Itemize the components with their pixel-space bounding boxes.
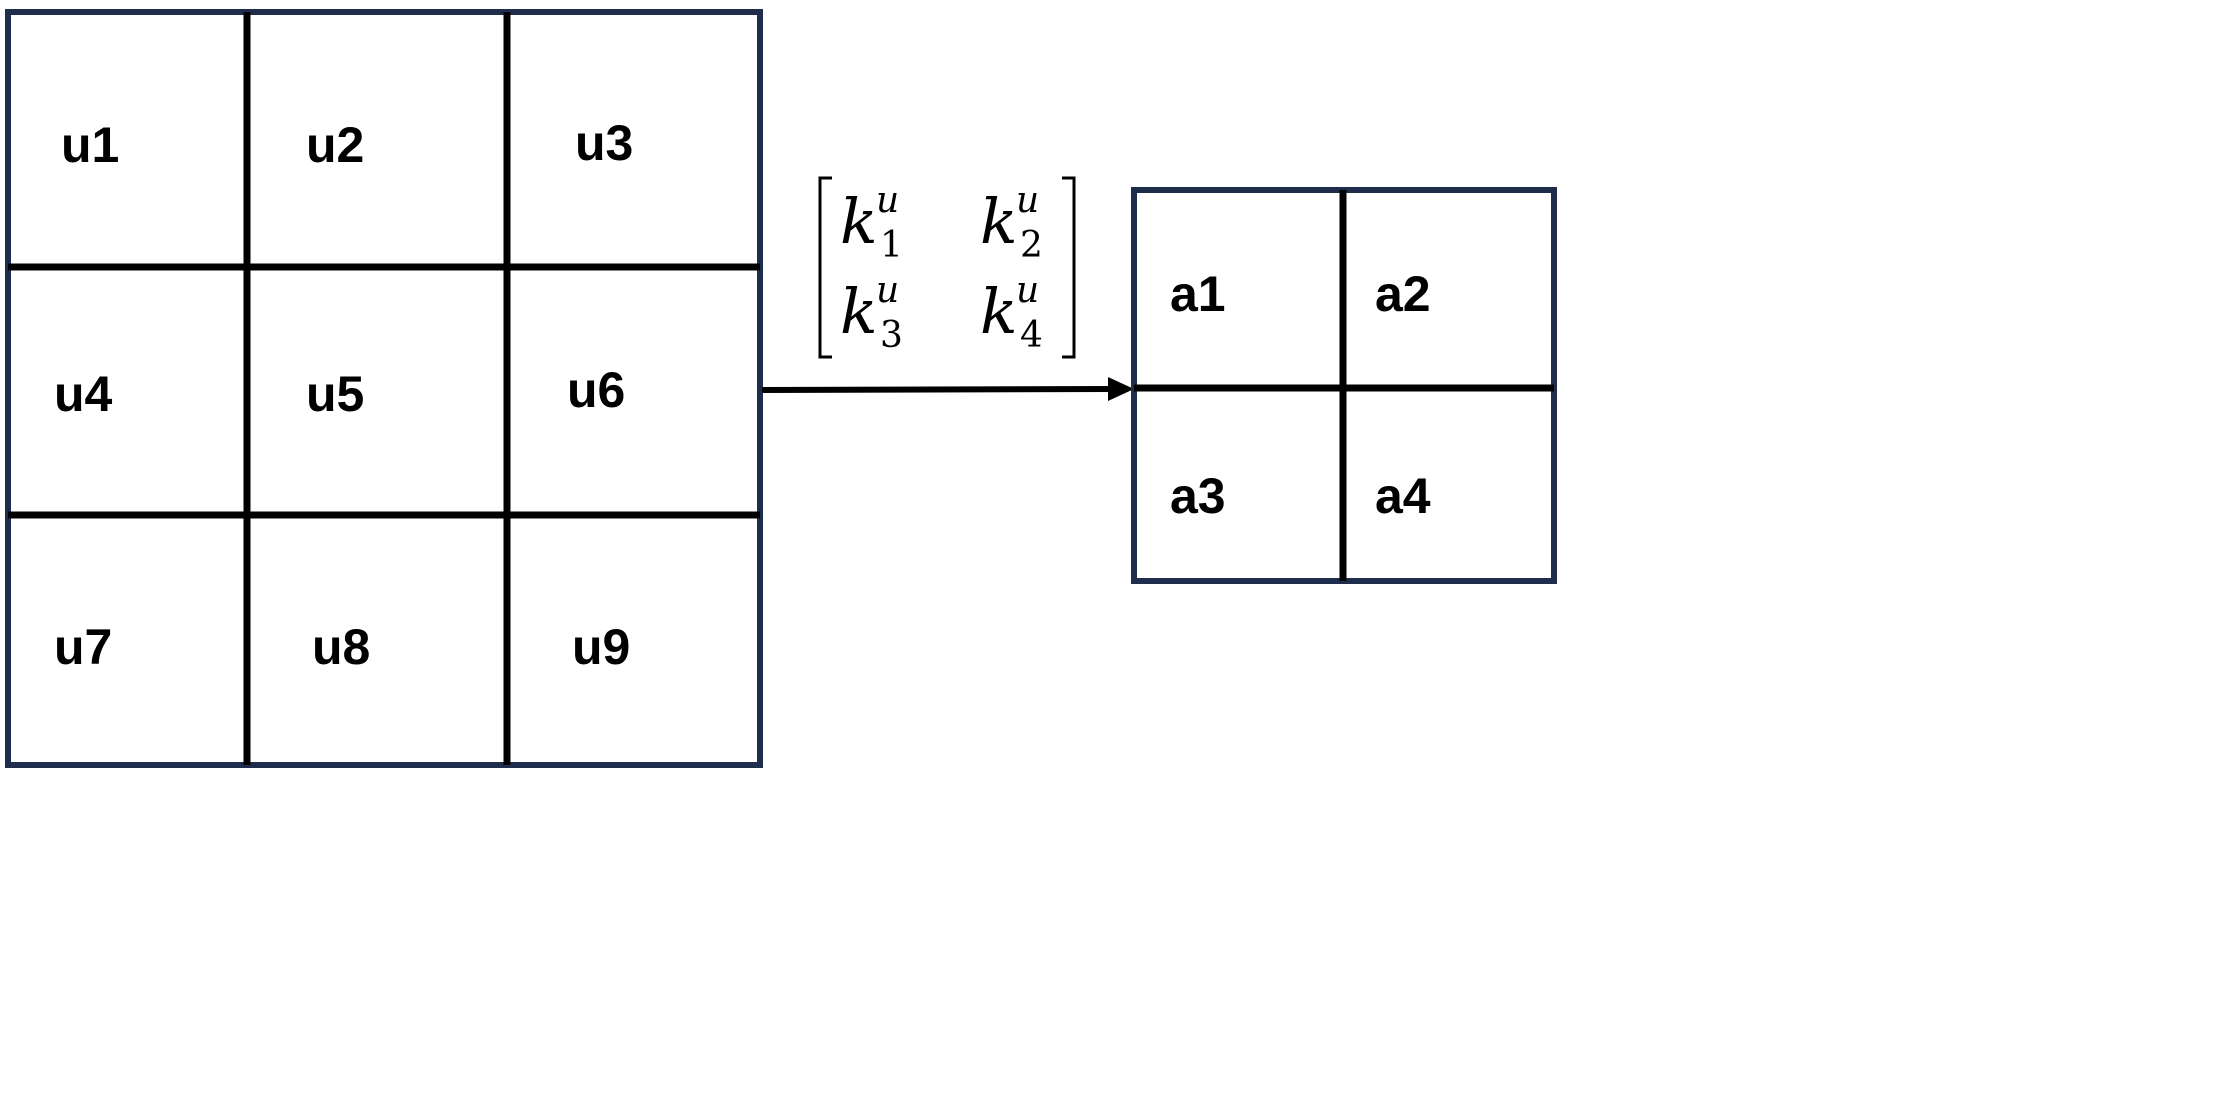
- kernel-entry-sup: u: [1016, 180, 1039, 221]
- kernel-entry-base: k: [980, 185, 1018, 258]
- kernel-matrix: k u 1 k u 2 k u 3 k u 4: [818, 176, 1076, 359]
- kernel-entry-sup: u: [1016, 270, 1039, 311]
- output-grid: a1 a2 a3 a4: [1131, 187, 1557, 584]
- output-cell-label: a4: [1375, 468, 1431, 524]
- arrow-right-icon: [761, 377, 1134, 401]
- kernel-entry: k u 2: [980, 180, 1043, 266]
- kernel-entry-sup: u: [876, 270, 899, 311]
- kernel-entry-base: k: [980, 275, 1018, 348]
- left-bracket: [818, 176, 832, 359]
- kernel-entry: k u 3: [840, 270, 903, 356]
- kernel-entry-sub: 2: [1020, 225, 1043, 266]
- kernel-entry-sup: u: [876, 180, 899, 221]
- input-cell-label: u5: [306, 366, 364, 422]
- kernel-entry-sub: 1: [880, 225, 903, 266]
- kernel-entry-sub: 4: [1020, 315, 1043, 356]
- output-cell-label: a3: [1170, 468, 1226, 524]
- input-cell-label: u8: [312, 619, 370, 675]
- right-bracket: [1062, 176, 1076, 359]
- input-grid-frame: [5, 9, 763, 768]
- input-cell-label: u4: [54, 366, 113, 422]
- input-cell-label: u1: [61, 117, 119, 173]
- kernel-entry-base: k: [840, 275, 878, 348]
- output-cell-label: a2: [1375, 266, 1431, 322]
- input-cell-label: u7: [54, 619, 112, 675]
- output-cell-label: a1: [1170, 266, 1226, 322]
- kernel-entry-sub: 3: [880, 315, 903, 356]
- convolution-diagram: u1 u2 u3 u4 u5 u6 u7 u8 u9 k u 1 k u 2 k…: [5, 9, 1557, 768]
- kernel-entry: k u 1: [840, 180, 903, 266]
- kernel-entry: k u 4: [980, 270, 1043, 356]
- input-cell-label: u9: [572, 619, 630, 675]
- input-cell-label: u2: [306, 117, 364, 173]
- input-grid: u1 u2 u3 u4 u5 u6 u7 u8 u9: [5, 9, 763, 768]
- input-cell-label: u6: [567, 362, 625, 418]
- kernel-entry-base: k: [840, 185, 878, 258]
- input-cell-label: u3: [575, 115, 633, 171]
